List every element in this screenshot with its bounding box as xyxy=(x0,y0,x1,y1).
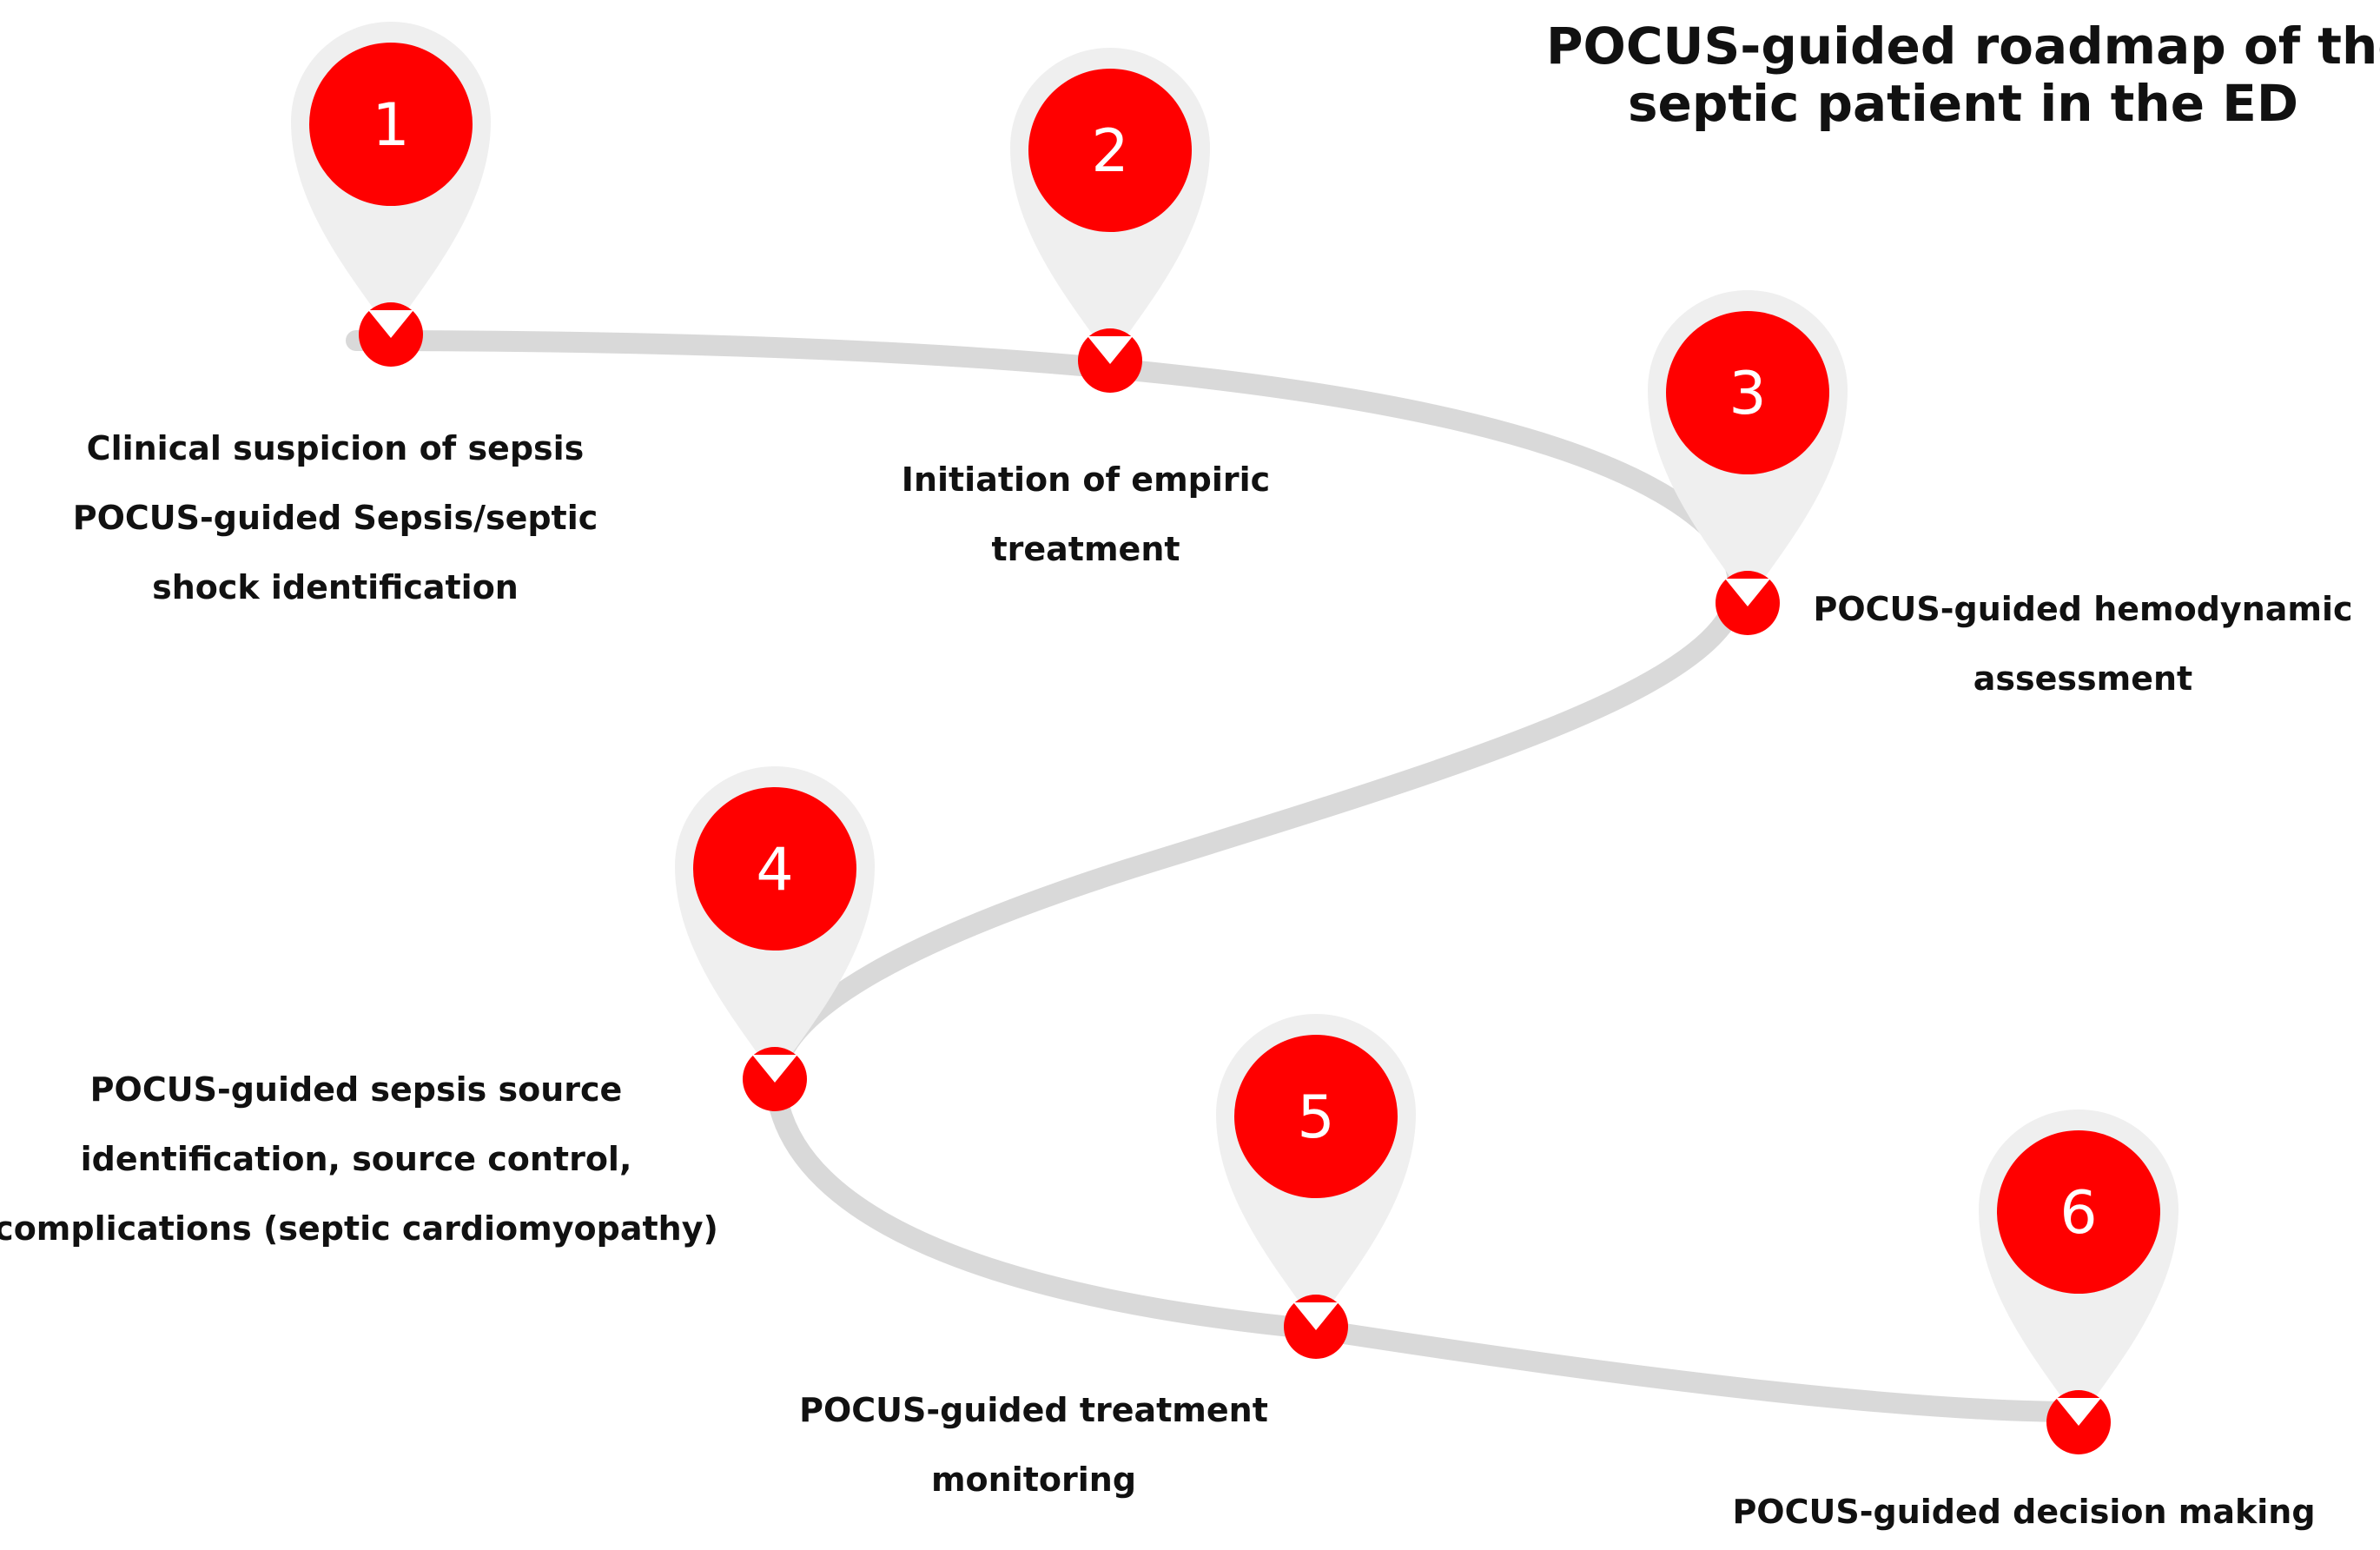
pin-head xyxy=(1234,1035,1398,1198)
step-pin-4: 4 xyxy=(675,765,875,1111)
step-label-6-line-1: POCUS-guided decision making xyxy=(1732,1493,2316,1531)
step-label-2: Initiation of empiric treatment xyxy=(902,445,1270,584)
step-pin-6: 6 xyxy=(1979,1109,2178,1454)
pin-head xyxy=(309,43,473,206)
step-label-1: Clinical suspicion of sepsis POCUS-guide… xyxy=(73,414,598,622)
diagram-title-line-1: POCUS-guided roadmap of the xyxy=(1546,17,2380,76)
diagram-title: POCUS-guided roadmap of the septic patie… xyxy=(1546,17,2380,132)
pin-tip xyxy=(2056,1398,2101,1426)
pin-number-1: 1 xyxy=(372,91,409,160)
pin-head xyxy=(1997,1130,2160,1294)
pin-number-6: 6 xyxy=(2059,1179,2097,1248)
pin-number-4: 4 xyxy=(756,836,793,904)
pin-head xyxy=(693,787,856,951)
step-label-4: POCUS-guided sepsis source identificatio… xyxy=(0,1055,718,1263)
step-label-2-line-1: Initiation of empiric xyxy=(901,460,1271,499)
step-label-6: POCUS-guided decision making xyxy=(1732,1477,2315,1547)
step-label-1-line-2: POCUS-guided Sepsis/septic xyxy=(72,499,598,537)
step-label-2-line-2: treatment xyxy=(991,530,1180,568)
step-label-4-line-1: POCUS-guided sepsis source xyxy=(89,1070,623,1109)
step-label-1-line-1: Clinical suspicion of sepsis xyxy=(86,429,585,467)
roadmap-road xyxy=(346,330,2091,1422)
step-label-3-line-2: assessment xyxy=(1973,659,2193,698)
pin-tip xyxy=(368,310,413,338)
pin-tip xyxy=(752,1055,797,1083)
step-label-3-line-1: POCUS-guided hemodynamic xyxy=(1813,590,2353,628)
step-pin-3: 3 xyxy=(1648,289,1848,635)
pin-number-5: 5 xyxy=(1297,1083,1334,1152)
step-label-1-line-3: shock identification xyxy=(152,568,519,606)
diagram-title-line-2: septic patient in the ED xyxy=(1627,74,2299,133)
step-label-4-line-3: complications (septic cardiomyopathy) xyxy=(0,1209,718,1248)
step-pin-5: 5 xyxy=(1216,1013,1416,1359)
step-pin-2: 2 xyxy=(1010,47,1210,393)
pin-tip xyxy=(1293,1302,1339,1330)
pin-number-2: 2 xyxy=(1091,117,1128,186)
pin-head xyxy=(1028,69,1192,232)
step-label-5-line-2: monitoring xyxy=(930,1461,1137,1499)
pin-tip xyxy=(1725,579,1770,606)
step-label-5: POCUS-guided treatment monitoring xyxy=(799,1375,1268,1514)
step-label-3: POCUS-guided hemodynamic assessment xyxy=(1813,574,2352,713)
step-label-4-line-2: identification, source control, xyxy=(80,1140,632,1178)
step-label-5-line-1: POCUS-guided treatment xyxy=(799,1391,1268,1429)
pin-tip xyxy=(1088,336,1133,364)
step-pin-1: 1 xyxy=(291,21,491,367)
pin-number-3: 3 xyxy=(1729,360,1766,428)
pin-head xyxy=(1666,311,1829,474)
